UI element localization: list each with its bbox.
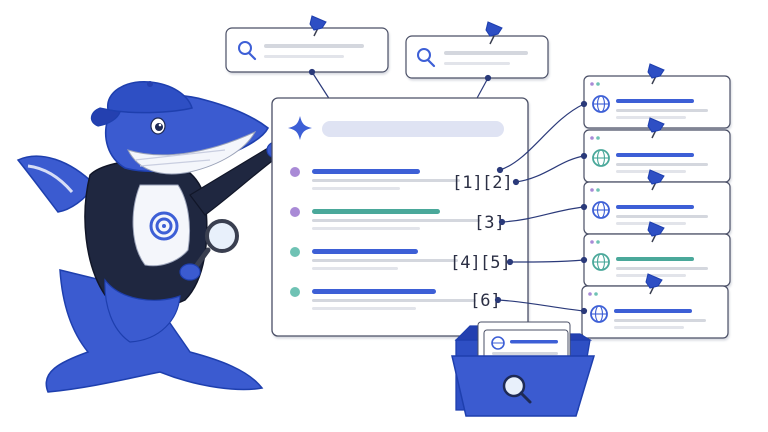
prompt-bar[interactable] xyxy=(322,121,504,137)
whale-left-fin xyxy=(16,155,96,213)
row-highlight-bar xyxy=(312,209,440,214)
globe-icon xyxy=(590,305,608,323)
window-dot xyxy=(590,136,594,140)
window-dot xyxy=(590,188,594,192)
globe-icon xyxy=(592,253,610,271)
pushpin-icon xyxy=(485,21,503,45)
row-text-line xyxy=(312,259,458,262)
pushpin-icon xyxy=(647,63,665,85)
globe-icon xyxy=(592,201,610,219)
baseball-cap xyxy=(107,81,193,114)
window-dot xyxy=(594,292,598,296)
row-bullet-dot xyxy=(290,287,300,297)
search-query-line xyxy=(444,51,528,55)
source-title-bar xyxy=(616,205,694,209)
row-text-line xyxy=(312,187,400,190)
row-highlight-bar xyxy=(312,289,436,294)
citation-2[interactable]: [2] xyxy=(482,173,513,193)
source-list xyxy=(581,63,731,339)
citation-markers: [1][2] [3] [4][5] [6] xyxy=(450,173,513,311)
citation-5[interactable]: [5] xyxy=(480,253,511,273)
sparkle-icon xyxy=(288,116,312,140)
source-text-line xyxy=(616,109,708,112)
source-title-bar xyxy=(616,257,694,261)
window-dot xyxy=(588,292,592,296)
globe-icon xyxy=(592,95,610,113)
row-text-line xyxy=(312,227,420,230)
source-text-line xyxy=(614,319,706,322)
source-title-bar xyxy=(614,309,692,313)
answer-row xyxy=(290,207,480,230)
window-dot xyxy=(590,82,594,86)
window-dot xyxy=(596,136,600,140)
row-text-line xyxy=(312,299,476,302)
row-highlight-bar xyxy=(312,169,420,174)
folder-search-icon xyxy=(502,374,532,404)
row-bullet-dot xyxy=(290,247,300,257)
row-text-line xyxy=(312,179,460,182)
source-text-line xyxy=(616,267,708,270)
whale-mascot xyxy=(16,81,286,393)
citation-connectors xyxy=(494,100,588,315)
row-text-line xyxy=(312,307,416,310)
row-bullet-dot xyxy=(290,167,300,177)
answer-row xyxy=(290,167,460,190)
globe-icon xyxy=(491,336,505,350)
source-card-5[interactable] xyxy=(581,285,729,339)
globe-icon xyxy=(592,149,610,167)
row-text-line xyxy=(312,267,398,270)
source-text-line xyxy=(616,215,708,218)
search-query-line xyxy=(264,44,364,48)
row-highlight-bar xyxy=(312,249,418,254)
pushpin-icon xyxy=(645,273,663,295)
pushpin-icon xyxy=(647,221,665,243)
pushpin-icon xyxy=(309,15,327,37)
window-dot xyxy=(590,240,594,244)
search-card-2[interactable] xyxy=(405,35,549,79)
citation-1[interactable]: [1] xyxy=(452,173,483,193)
source-text-line xyxy=(616,163,708,166)
source-text-line xyxy=(614,326,684,329)
source-title-bar xyxy=(616,153,694,157)
window-dot xyxy=(596,188,600,192)
source-card-3[interactable] xyxy=(583,181,731,235)
folder-icon[interactable] xyxy=(451,321,596,417)
search-card-1[interactable] xyxy=(225,27,389,73)
pushpin-icon xyxy=(647,117,665,139)
source-card-1[interactable] xyxy=(583,75,731,129)
source-text-line xyxy=(616,116,686,119)
answer-panel xyxy=(271,97,529,337)
citation-3[interactable]: [3] xyxy=(474,213,505,233)
window-dot xyxy=(596,240,600,244)
search-icon xyxy=(238,41,257,61)
search-icon xyxy=(417,48,436,68)
source-title-bar xyxy=(616,99,694,103)
pushpin-icon xyxy=(647,169,665,191)
answer-row xyxy=(290,247,458,270)
query-connectors xyxy=(308,68,492,101)
row-text-line xyxy=(312,219,480,222)
citation-4[interactable]: [4] xyxy=(450,253,481,273)
window-dot xyxy=(596,82,600,86)
shirt-logo-icon xyxy=(149,211,179,241)
answer-row xyxy=(290,287,476,310)
citation-6[interactable]: [6] xyxy=(470,291,501,311)
row-bullet-dot xyxy=(290,207,300,217)
white-shirt xyxy=(132,184,191,267)
